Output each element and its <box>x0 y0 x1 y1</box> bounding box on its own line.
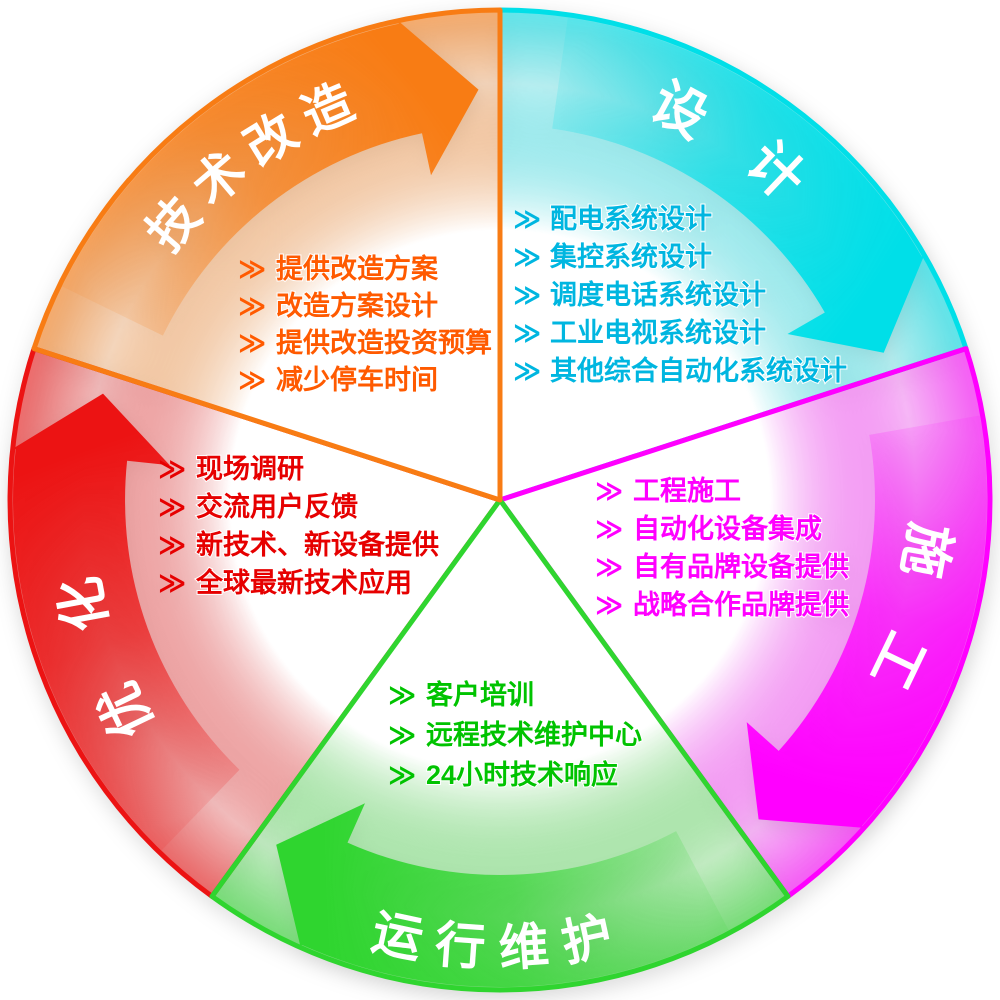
sector-design-list: ≫ 配电系统设计 ≫ 集控系统设计 ≫ 调度电话系统设计 ≫ 工业电视系统设计 … <box>513 202 848 387</box>
chevron-icon: ≫ <box>158 568 186 599</box>
chevron-icon: ≫ <box>513 242 541 273</box>
chevron-icon: ≫ <box>388 760 416 791</box>
sector-operation-arrow <box>276 803 729 988</box>
chevron-icon: ≫ <box>513 356 541 387</box>
list-item-text: 工业电视系统设计 <box>550 317 766 348</box>
list-item-text: 提供改造方案 <box>276 253 439 284</box>
chevron-icon: ≫ <box>158 530 186 561</box>
chevron-icon: ≫ <box>595 590 623 621</box>
list-item-text: 调度电话系统设计 <box>550 279 766 310</box>
list-item-text: 新技术、新设备提供 <box>196 529 439 560</box>
list-item-text: 自动化设备集成 <box>633 513 822 544</box>
chevron-icon: ≫ <box>388 720 416 751</box>
list-item-text: 客户培训 <box>426 679 534 710</box>
sector-optimization-list: ≫ 现场调研 ≫ 交流用户反馈 ≫ 新技术、新设备提供 ≫ 全球最新技术应用 <box>158 453 440 599</box>
list-item-text: 自有品牌设备提供 <box>633 551 849 582</box>
list-item-text: 提供改造投资预算 <box>276 327 492 358</box>
chevron-icon: ≫ <box>158 492 186 523</box>
list-item-text: 改造方案设计 <box>276 290 438 321</box>
chevron-icon: ≫ <box>388 680 416 711</box>
chevron-icon: ≫ <box>513 280 541 311</box>
list-item-text: 远程技术维护中心 <box>426 720 642 750</box>
list-item-text: 其他综合自动化系统设计 <box>550 355 847 386</box>
list-item-text: 全球最新技术应用 <box>195 567 412 598</box>
sector-operation-list: ≫ 客户培训 ≫ 远程技术维护中心 ≫ 24小时技术响应 <box>388 678 643 791</box>
chevron-icon: ≫ <box>513 204 541 235</box>
chevron-icon: ≫ <box>238 254 266 285</box>
chevron-icon: ≫ <box>513 318 541 349</box>
list-item-text: 交流用户反馈 <box>196 491 358 522</box>
sector-transformation-list: ≫ 提供改造方案 ≫ 改造方案设计 ≫ 提供改造投资预算 ≫ 减少停车时间 <box>238 252 493 396</box>
chevron-icon: ≫ <box>595 552 623 583</box>
chevron-icon: ≫ <box>595 514 623 545</box>
list-item-text: 配电系统设计 <box>550 203 712 234</box>
sector-design-arrow <box>552 17 925 353</box>
list-item-text: 减少停车时间 <box>276 364 438 395</box>
sector-optimization-arrow <box>12 393 240 851</box>
list-item-text: 战略合作品牌提供 <box>633 589 849 620</box>
sector-construction-list: ≫ 工程施工 ≫ 自动化设备集成 ≫ 自有品牌设备提供 ≫ 战略合作品牌提供 <box>595 475 850 621</box>
list-item-text: 集控系统设计 <box>549 241 712 272</box>
chevron-icon: ≫ <box>238 291 266 322</box>
chevron-icon: ≫ <box>238 365 266 396</box>
list-item-text: 现场调研 <box>196 454 304 484</box>
chevron-icon: ≫ <box>595 476 623 507</box>
chevron-icon: ≫ <box>238 328 266 359</box>
sector-construction-arrow <box>746 415 987 828</box>
list-item-text: 24小时技术响应 <box>426 759 618 790</box>
sector-transformation-arrow <box>62 20 479 336</box>
list-item-text: 工程施工 <box>633 476 741 506</box>
chevron-icon: ≫ <box>158 454 186 485</box>
